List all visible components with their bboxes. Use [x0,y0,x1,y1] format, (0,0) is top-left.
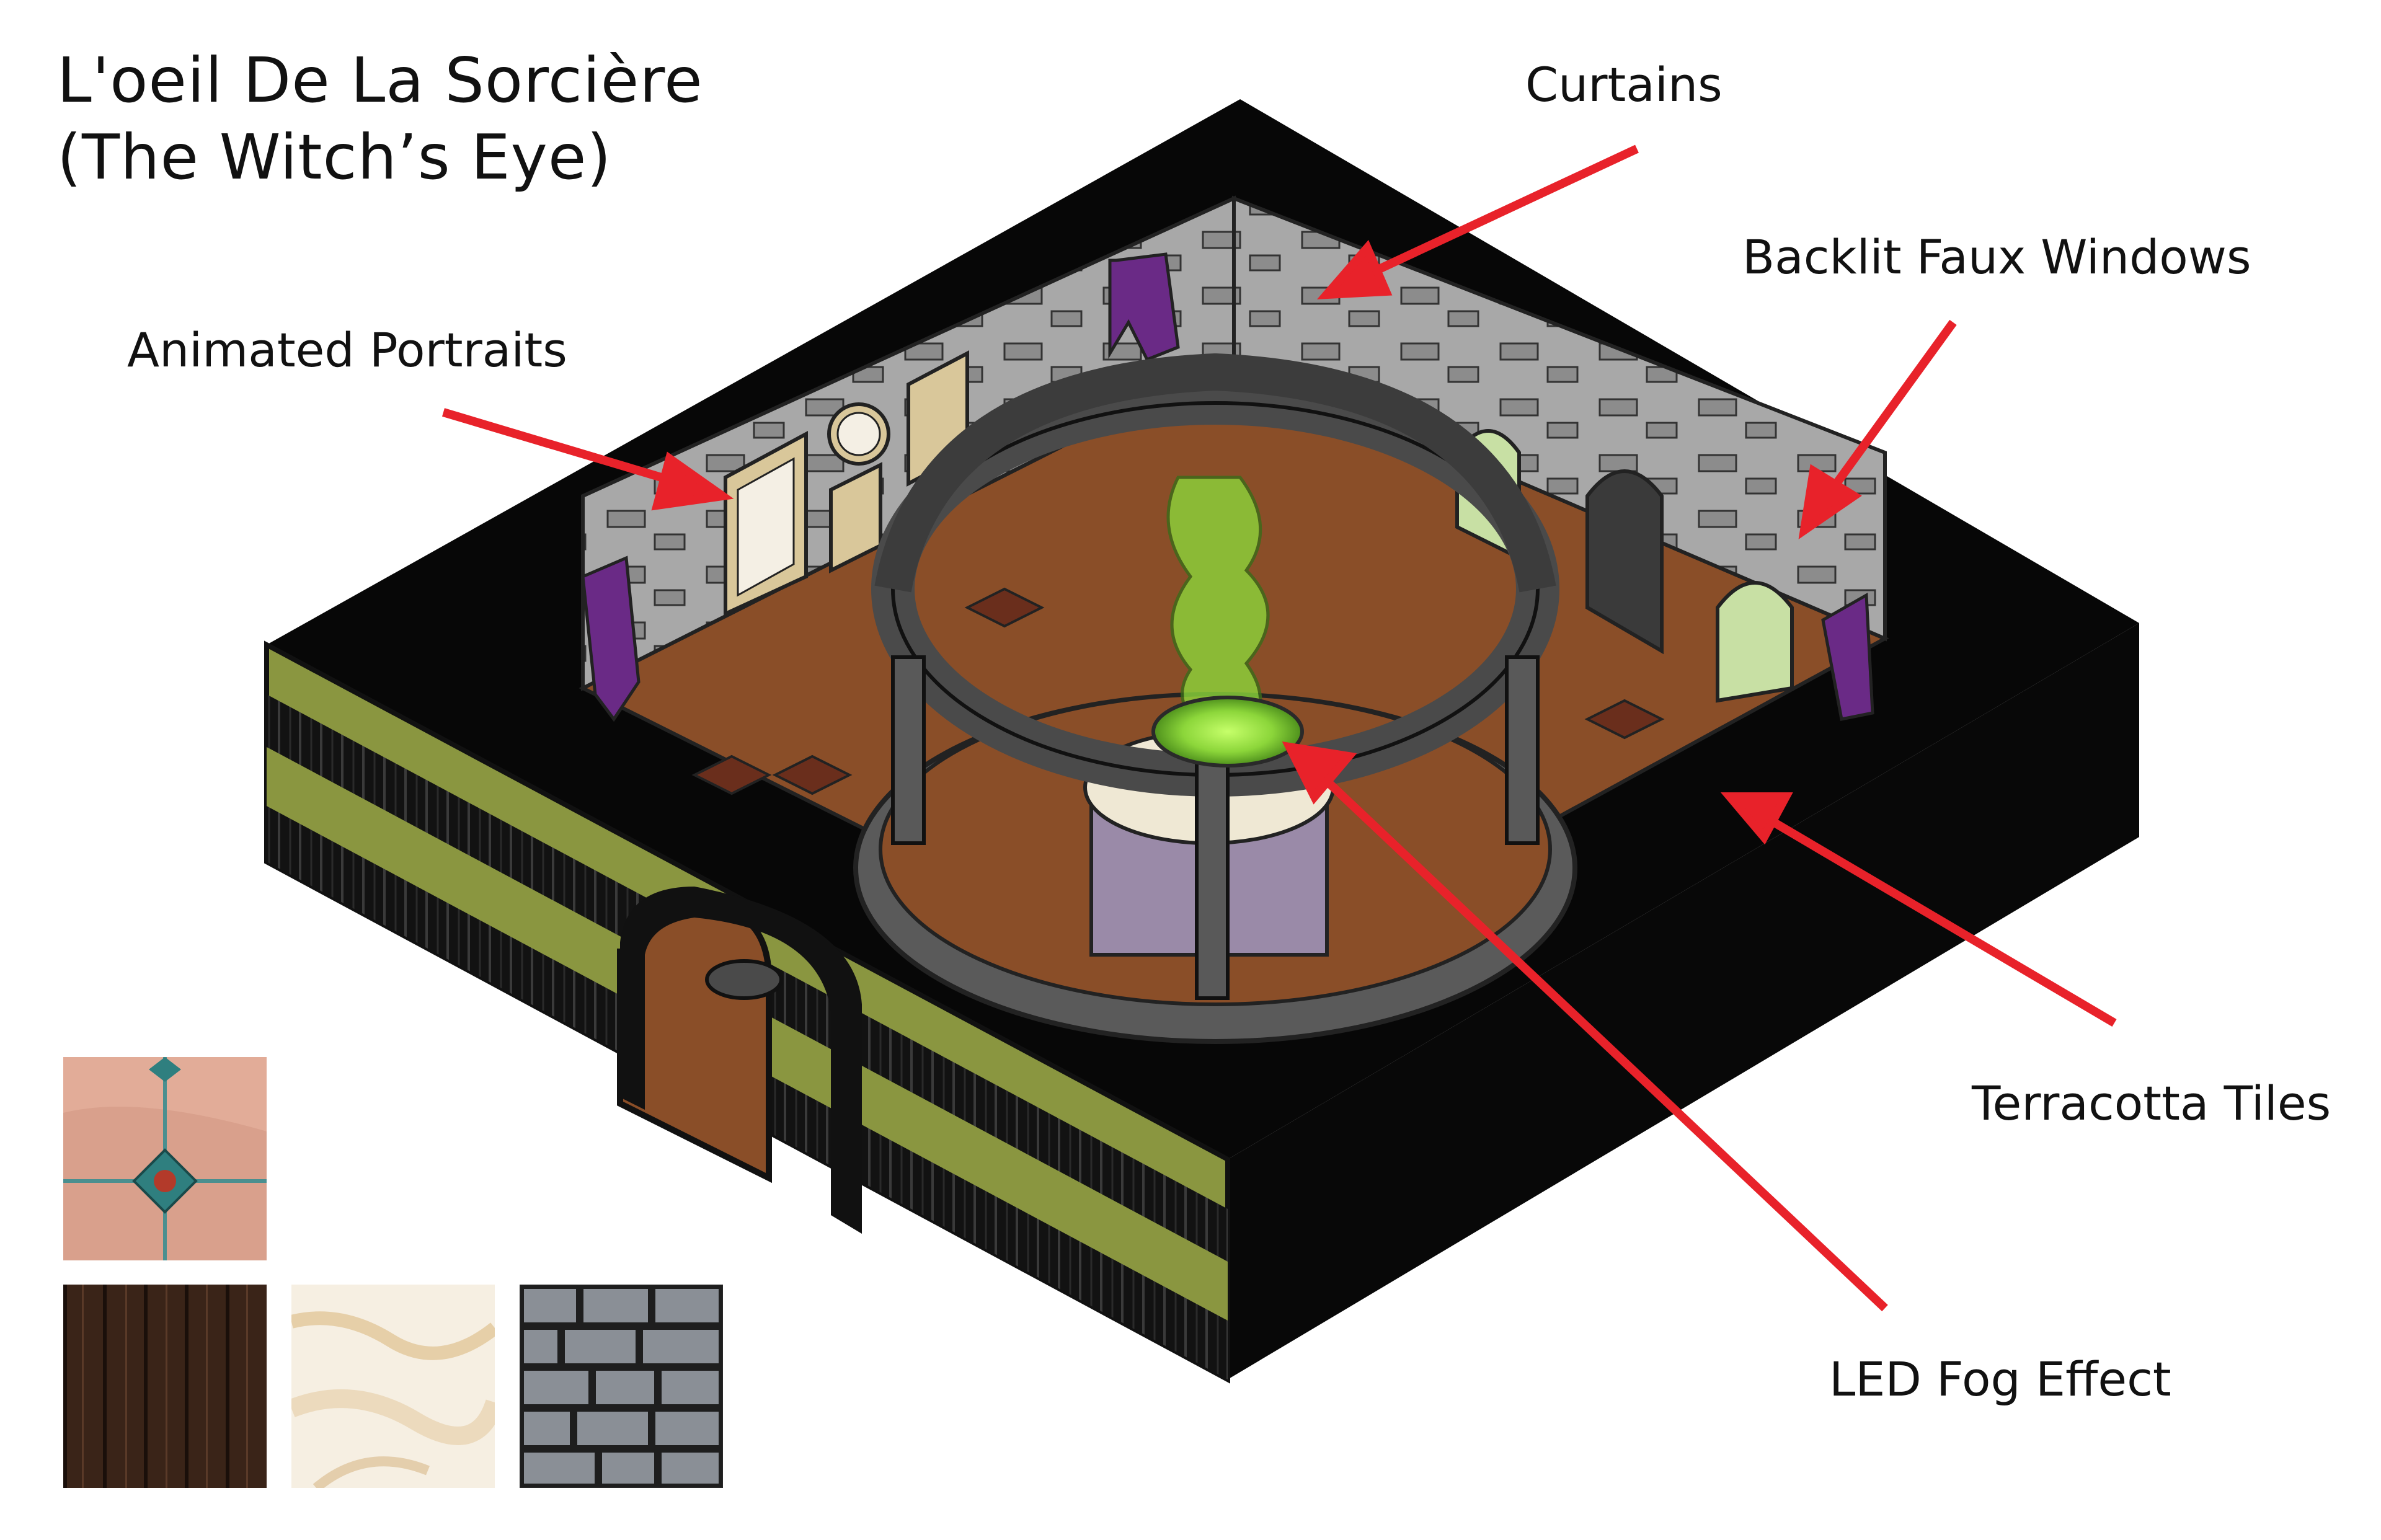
back-right-wall [1232,195,1887,642]
dark-wood-swatch [63,1285,267,1488]
outer-wall-right-face [1228,623,2139,1379]
grey-stone-swatch [520,1285,723,1488]
led-fog-effect-arrow [1324,777,1888,1312]
canopy-arch [874,353,1556,593]
page-title: L'oeil De La Sorcière (The Witch’s Eye) [57,42,703,196]
curtain-back [1108,252,1180,362]
curtains-arrow [1356,144,1639,283]
entrance-sign [705,959,783,1000]
animated-portraits [724,350,969,617]
terracotta-tiles-arrow [1765,814,2117,1027]
curtain-right [1821,592,1874,721]
terracotta-tiles-arrowhead [1720,792,1793,845]
callout-animated-portraits: Animated Portraits [127,322,567,378]
backlit-faux-windows-arrowhead [1798,464,1862,539]
canopy-pillars [891,655,1540,1000]
led-fog-effect [1151,476,1304,768]
animated-portraits-arrowhead [651,451,734,511]
callout-led-fog-effect: LED Fog Effect [1829,1352,2171,1407]
backlit-faux-windows-arrow [1819,319,1957,505]
callout-terracotta-tiles: Terracotta Tiles [1972,1076,2331,1131]
arched-back-door [1585,469,1664,655]
curtains-arrowhead [1316,239,1393,299]
led-fog-effect-arrowhead [1282,741,1357,805]
title-line-1: L'oeil De La Sorcière [57,44,703,117]
animated-portraits-arrow [441,408,684,488]
callout-curtains: Curtains [1525,57,1723,112]
cream-marble-swatch [291,1285,495,1488]
terracotta-tile-swatch [63,1057,267,1260]
callout-backlit-faux-windows: Backlit Faux Windows [1742,229,2251,285]
title-line-2: (The Witch’s Eye) [57,121,612,193]
callout-arrows [441,144,2117,1312]
curtain-left [581,555,641,722]
